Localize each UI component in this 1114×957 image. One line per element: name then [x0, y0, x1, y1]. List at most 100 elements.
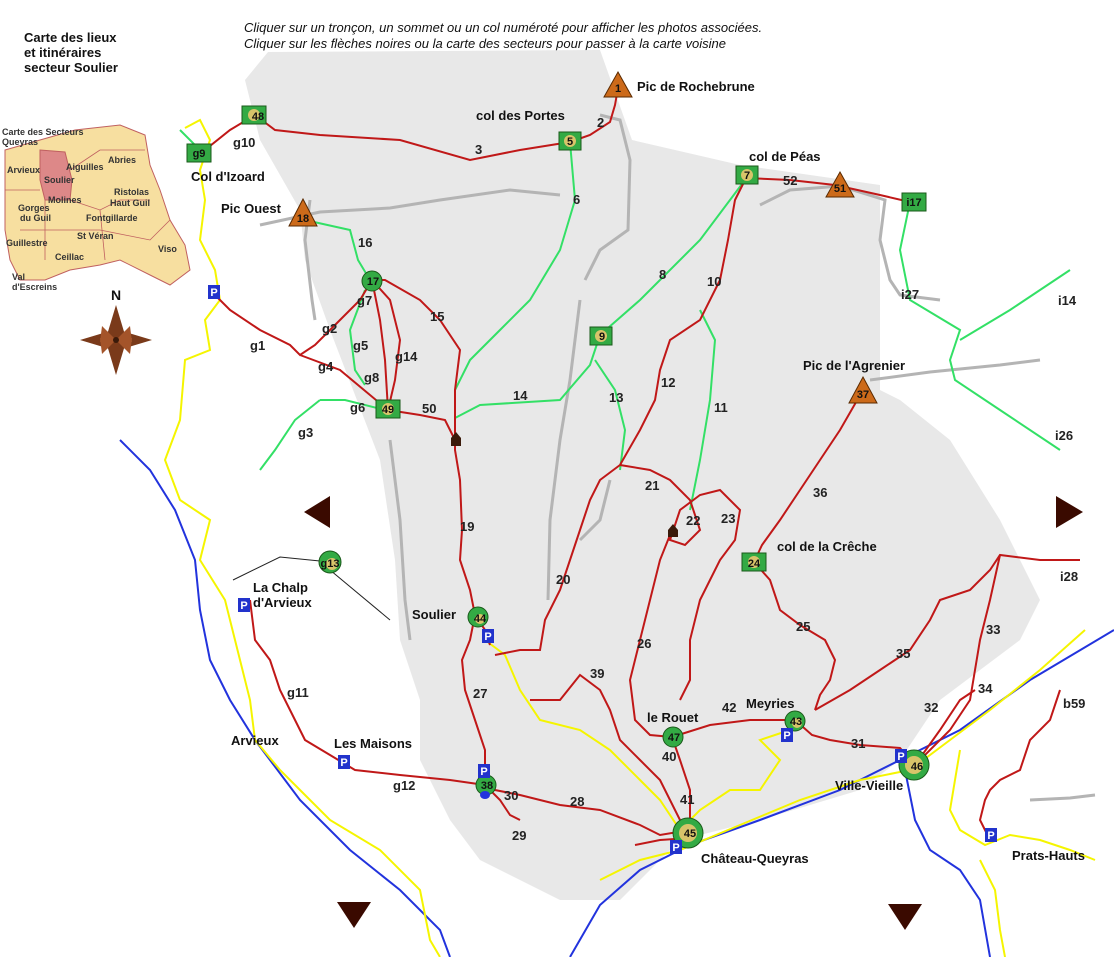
segment-label[interactable]: 33	[986, 622, 1000, 637]
point-17[interactable]: 17	[361, 270, 383, 292]
segment-label[interactable]: 8	[659, 267, 666, 282]
col-7[interactable]: 7	[735, 165, 759, 185]
point-number: 43	[790, 716, 802, 728]
segment-label[interactable]: 21	[645, 478, 659, 493]
segment-label[interactable]: 2	[597, 115, 604, 130]
minimap-sector: Viso	[158, 244, 177, 254]
summit-number: 51	[834, 183, 846, 195]
segment-label[interactable]: 22	[686, 513, 700, 528]
segment-label[interactable]: 23	[721, 511, 735, 526]
segment-label[interactable]: 34	[978, 681, 993, 696]
col-number: g9	[193, 148, 206, 160]
minimap-title: Queyras	[2, 137, 38, 147]
segment-label[interactable]: g2	[322, 321, 337, 336]
point-47[interactable]: 47	[662, 726, 684, 748]
col-number: 7	[744, 170, 750, 182]
segment-label[interactable]: 16	[358, 235, 372, 250]
col-48[interactable]: 48	[241, 105, 267, 125]
map-title-line: secteur Soulier	[24, 60, 118, 75]
map-title: Carte des lieux et itinéraires secteur S…	[24, 30, 118, 75]
col-number: 24	[748, 558, 761, 570]
place-label: Col d'Izoard	[191, 169, 265, 184]
point-44[interactable]: 44	[467, 606, 489, 628]
segment-label[interactable]: g10	[233, 135, 255, 150]
segment-label[interactable]: 29	[512, 828, 526, 843]
point-number: g13	[321, 558, 340, 570]
point-43[interactable]: 43	[784, 710, 806, 732]
segment-label[interactable]: 14	[513, 388, 528, 403]
col-5[interactable]: 5	[558, 131, 582, 151]
segment-label[interactable]: g7	[357, 293, 372, 308]
segment-label[interactable]: 32	[924, 700, 938, 715]
minimap-sector: Soulier	[44, 175, 75, 185]
segment-label[interactable]: g8	[364, 370, 379, 385]
segment-label[interactable]: g11	[287, 685, 309, 700]
segment-label[interactable]: i26	[1055, 428, 1073, 443]
col-9[interactable]: 9	[589, 326, 613, 346]
segment-label[interactable]: 15	[430, 309, 444, 324]
segment-label[interactable]: 11	[714, 400, 728, 415]
segment-label[interactable]: g6	[350, 400, 365, 415]
summit-37[interactable]: 37	[848, 375, 878, 404]
segment-label[interactable]: 27	[473, 686, 487, 701]
segment-label[interactable]: b59	[1063, 696, 1085, 711]
segment-label[interactable]: 13	[609, 390, 623, 405]
segment-label[interactable]: 42	[722, 700, 736, 715]
segment-label[interactable]: 39	[590, 666, 604, 681]
segment-label[interactable]: 26	[637, 636, 651, 651]
segment-label[interactable]: 30	[504, 788, 518, 803]
segment-label[interactable]: 40	[662, 749, 676, 764]
segment-label[interactable]: 41	[680, 792, 694, 807]
segment-label[interactable]: g5	[353, 338, 368, 353]
parking-label: P	[480, 766, 487, 778]
segment-label[interactable]: 19	[460, 519, 474, 534]
segment-label[interactable]: i27	[901, 287, 919, 302]
minimap-sector: du Guil	[20, 213, 51, 223]
nav-right-arrow-icon[interactable]	[1056, 496, 1083, 528]
segment-label[interactable]: 6	[573, 192, 580, 207]
segment-label[interactable]: 31	[851, 736, 865, 751]
nav-down-arrow-icon[interactable]	[337, 902, 371, 928]
segment-label[interactable]: i14	[1058, 293, 1077, 308]
segment-label[interactable]: 28	[570, 794, 584, 809]
summit-18[interactable]: 18	[288, 197, 318, 227]
sector-minimap[interactable]: Carte des Secteurs Queyras Arvieux Aigui…	[2, 124, 191, 292]
summit-number: 18	[297, 213, 309, 225]
segment-label[interactable]: i28	[1060, 569, 1078, 584]
nav-left-arrow-icon[interactable]	[304, 496, 330, 528]
segment-label[interactable]: 50	[422, 401, 436, 416]
col-49[interactable]: 49	[375, 399, 401, 419]
segment-label[interactable]: 20	[556, 572, 570, 587]
parking-label: P	[987, 830, 994, 842]
sector-zone	[245, 50, 1040, 900]
place-label: Château-Queyras	[701, 851, 809, 866]
segment-label[interactable]: g12	[393, 778, 415, 793]
segment-label[interactable]: 10	[707, 274, 721, 289]
place-label: col des Portes	[476, 108, 565, 123]
parking-icon: P	[895, 749, 907, 763]
segment-label[interactable]: 25	[796, 619, 810, 634]
minimap-sector: Gorges	[18, 203, 50, 213]
minimap-sector: Ristolas	[114, 187, 149, 197]
map-title-line: Carte des lieux	[24, 30, 117, 45]
segment-label[interactable]: 3	[475, 142, 482, 157]
point-number: 38	[481, 780, 493, 792]
col-g9[interactable]: g9	[186, 143, 212, 163]
point-38[interactable]: 38	[475, 774, 497, 799]
point-g13[interactable]: g13	[318, 550, 342, 574]
segment-label[interactable]: 52	[783, 173, 797, 188]
segment-label[interactable]: g1	[250, 338, 265, 353]
segment-label[interactable]: 35	[896, 646, 910, 661]
segment-label[interactable]: g4	[318, 359, 334, 374]
summit-51[interactable]: 51	[825, 170, 855, 198]
col-24[interactable]: 24	[741, 552, 767, 572]
segment-label[interactable]: g3	[298, 425, 313, 440]
col-i17[interactable]: i17	[901, 192, 927, 212]
summit-1[interactable]: 1	[603, 70, 633, 98]
point-number: 44	[474, 613, 487, 625]
segment-label[interactable]: 12	[661, 375, 675, 390]
segment-label[interactable]: 36	[813, 485, 827, 500]
nav-down-arrow-icon[interactable]	[888, 904, 922, 930]
segment-label[interactable]: g14	[395, 349, 418, 364]
